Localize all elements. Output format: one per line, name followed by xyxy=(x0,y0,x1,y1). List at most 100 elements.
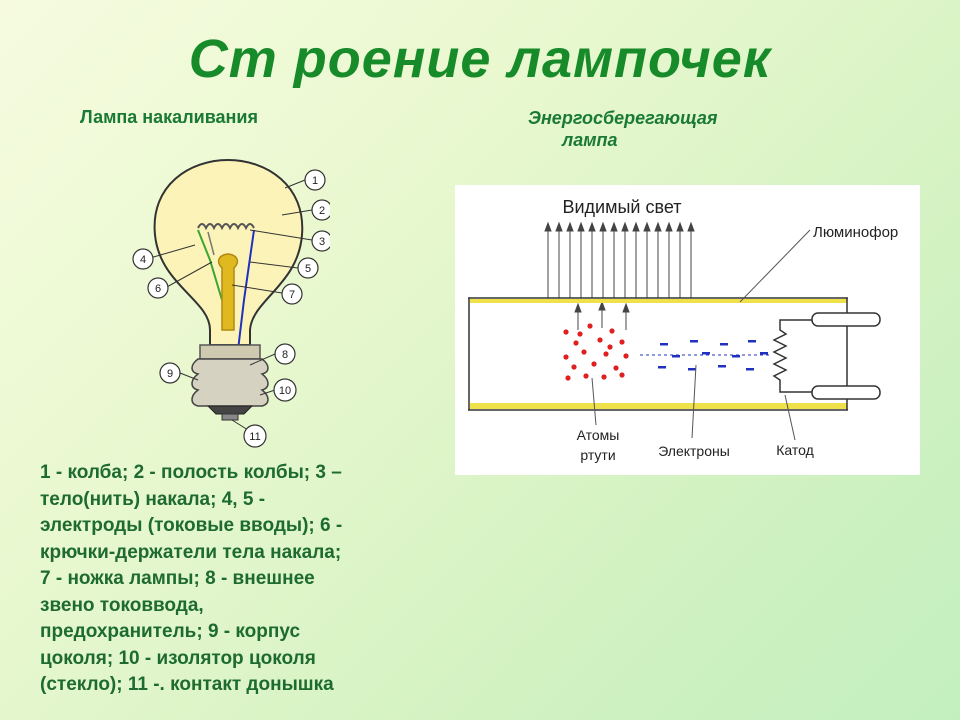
mercury-atom xyxy=(613,365,619,371)
light-ray-arrowhead xyxy=(566,221,574,232)
legend-text: 1 - колба; 2 - полость колбы; 3 – тело(н… xyxy=(40,462,343,695)
mercury-atom xyxy=(581,349,587,355)
mercury-atom xyxy=(597,337,603,343)
callout-10 xyxy=(273,378,297,402)
callout-10-label: 10 xyxy=(279,385,291,397)
callout-5-label: 5 xyxy=(305,263,311,275)
callout-2 xyxy=(311,199,330,221)
callout-1 xyxy=(304,169,326,191)
cathode-leader xyxy=(784,394,796,441)
electron xyxy=(672,355,680,358)
atoms-label-line1: Атомы xyxy=(577,427,620,443)
energy-saving-subtitle-line2: лампа xyxy=(562,130,618,150)
mercury-atoms xyxy=(563,323,629,381)
light-ray-arrowhead xyxy=(610,221,618,232)
callout-9-label: 9 xyxy=(167,368,173,380)
mercury-atom xyxy=(591,361,597,367)
phosphor-label: Люминофор xyxy=(813,224,898,241)
cathode-coil xyxy=(772,319,812,393)
callout-3-label: 3 xyxy=(319,236,325,248)
light-ray-arrowhead xyxy=(654,221,662,232)
energy-saving-subtitle: Энергосберегающая лампа xyxy=(528,107,788,151)
atoms-label-line2: ртути xyxy=(580,447,615,463)
support-hook xyxy=(207,231,215,256)
emission-arrowhead xyxy=(622,302,630,313)
visible-light-label: Видимый свет xyxy=(562,197,681,217)
light-ray-arrowhead xyxy=(665,221,673,232)
callout-3 xyxy=(311,230,330,252)
cathode-pin-bottom xyxy=(811,385,881,400)
electron xyxy=(732,355,740,358)
callout-8 xyxy=(274,343,296,365)
callout-11 xyxy=(243,424,267,448)
callout-7-label: 7 xyxy=(289,289,295,301)
mercury-atom xyxy=(609,328,615,334)
electron xyxy=(748,340,756,343)
electron xyxy=(746,368,754,371)
callout-4-label: 4 xyxy=(140,254,146,266)
mercury-atom xyxy=(619,372,625,378)
cathode-label: Катод xyxy=(776,442,814,458)
callout-4 xyxy=(132,248,154,270)
electron xyxy=(702,352,710,355)
light-ray-arrowhead xyxy=(555,221,563,232)
callout-5 xyxy=(297,257,319,279)
mercury-atom xyxy=(619,339,625,345)
light-ray-arrowhead xyxy=(676,221,684,232)
light-ray-arrowhead xyxy=(544,221,552,232)
fluorescent-tube-diagram: Видимый свет Люминофор Атомы ртути Элект… xyxy=(455,185,920,475)
mercury-atom xyxy=(607,344,613,350)
diagram-background xyxy=(455,185,920,475)
emission-arrowhead xyxy=(598,300,606,311)
phosphor-bottom xyxy=(470,403,847,409)
electrons xyxy=(658,340,768,371)
electron xyxy=(660,343,668,346)
callout-7 xyxy=(281,283,303,305)
electrode-left xyxy=(197,229,223,301)
base-neck xyxy=(199,344,261,360)
electrons-leader xyxy=(691,364,697,439)
callout-6-label: 6 xyxy=(155,283,161,295)
electron xyxy=(718,365,726,368)
base-contact xyxy=(221,413,239,421)
mercury-atom xyxy=(623,353,629,359)
phosphor-top xyxy=(470,299,847,303)
emission-arrowhead xyxy=(574,302,582,313)
callout-9 xyxy=(159,362,181,384)
mercury-atom xyxy=(563,354,569,360)
callout-6 xyxy=(147,277,169,299)
callout-2-label: 2 xyxy=(319,205,325,217)
callout-1-label: 1 xyxy=(312,175,318,187)
light-ray-arrowhead xyxy=(632,221,640,232)
mercury-atom xyxy=(573,340,579,346)
light-ray-arrowhead xyxy=(621,221,629,232)
bulb-glass xyxy=(153,158,304,346)
light-ray-arrowhead xyxy=(599,221,607,232)
energy-saving-subtitle-line1: Энергосберегающая xyxy=(528,108,718,128)
light-arrows xyxy=(544,221,695,330)
mercury-atom xyxy=(571,364,577,370)
light-ray-arrowhead xyxy=(588,221,596,232)
incandescent-subtitle: Лампа накаливания xyxy=(80,107,258,127)
electron xyxy=(688,368,696,371)
mercury-atom xyxy=(603,351,609,357)
mercury-atom xyxy=(587,323,593,329)
mercury-atom xyxy=(563,329,569,335)
mercury-atom xyxy=(601,374,607,380)
callout-8-label: 8 xyxy=(282,349,288,361)
incandescent-bulb-diagram: 1 2 3 4 5 6 7 8 9 10 11 xyxy=(132,158,330,448)
mercury-atom xyxy=(565,375,571,381)
light-ray-arrowhead xyxy=(577,221,585,232)
page-title: Ст роение лампочек xyxy=(188,29,772,89)
base-screw xyxy=(191,358,269,407)
electron xyxy=(760,352,768,355)
mercury-atom xyxy=(577,331,583,337)
mercury-atom xyxy=(583,373,589,379)
leader-lines xyxy=(149,179,313,431)
filament xyxy=(197,223,255,231)
electrons-label: Электроны xyxy=(658,443,730,459)
lamp-stem xyxy=(217,253,239,331)
light-ray-arrowhead xyxy=(687,221,695,232)
electron xyxy=(690,340,698,343)
electron xyxy=(720,343,728,346)
